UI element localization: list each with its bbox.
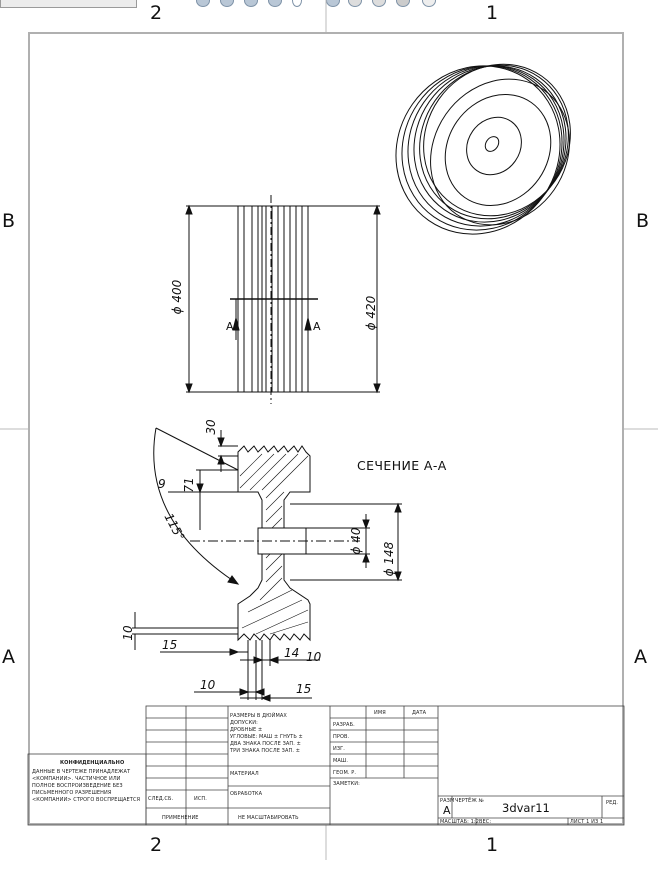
tb-drawing-no: 3dvar11 bbox=[502, 801, 550, 815]
confidential-title: КОНФИДЕНЦИАЛЬНО bbox=[60, 760, 125, 766]
tb-row-3: МАШ. bbox=[333, 758, 349, 764]
zone-top-1: 1 bbox=[486, 2, 499, 24]
tb-row-0: РАЗРАБ. bbox=[333, 722, 355, 728]
zone-bottom-2: 2 bbox=[150, 834, 163, 856]
dim-9: 9 bbox=[158, 477, 166, 491]
zone-right-a: A bbox=[634, 646, 647, 668]
tb-note-1: ДОПУСКИ: bbox=[230, 720, 258, 726]
dim-40: ϕ 40 bbox=[349, 527, 363, 555]
tb-note-3: УГЛОВЫЕ: МАШ ± ГНУТЬ ± bbox=[230, 734, 303, 740]
section-view bbox=[132, 427, 402, 702]
view-toolbar bbox=[196, 0, 456, 7]
dim-10-left: 10 bbox=[121, 625, 135, 641]
tb-note-4: ДВА ЗНАКА ПОСЛЕ ЗАП. ± bbox=[230, 741, 301, 747]
tb-row-5: ЗАМЕТКИ: bbox=[333, 781, 360, 787]
tb-rev-label: РЕД. bbox=[606, 800, 619, 806]
tb-sheet: ЛИСТ 1 ИЗ 1 bbox=[570, 819, 604, 825]
dim-420: ϕ 420 bbox=[364, 295, 378, 331]
tb-note-5: ТРИ ЗНАКА ПОСЛЕ ЗАП. ± bbox=[230, 748, 300, 754]
dim-10-bottom: 10 bbox=[200, 678, 216, 692]
front-view bbox=[185, 195, 381, 404]
tb-material-label: МАТЕРИАЛ bbox=[230, 771, 259, 777]
tb-no-scale: НЕ МАСШТАБИРОВАТЬ bbox=[238, 815, 299, 821]
tb-drawing-no-label: ЧЕРТЁЖ № bbox=[455, 798, 484, 804]
dim-400: ϕ 400 bbox=[170, 279, 184, 315]
title-block bbox=[27, 705, 625, 826]
confidential-text: ДАННЫЕ В ЧЕРТЕЖЕ ПРИНАДЛЕЖАТ <КОМПАНИИ>.… bbox=[32, 769, 141, 803]
tb-row-2: ИЗГ. bbox=[333, 746, 345, 752]
tb-used-on: ИСП. bbox=[194, 796, 207, 802]
dim-30: 30 bbox=[204, 419, 218, 435]
section-label-right: A bbox=[313, 320, 321, 333]
tb-size-label: РАЗМ bbox=[440, 798, 455, 804]
zone-left-b: B bbox=[2, 210, 16, 232]
isometric-view bbox=[395, 63, 571, 235]
dim-71: 71 bbox=[182, 477, 196, 493]
tb-weight: ВЕС: bbox=[479, 819, 492, 825]
dim-15-upper: 15 bbox=[162, 638, 178, 652]
tb-next-assy: СЛЕД.СБ. bbox=[148, 796, 174, 802]
section-title: СЕЧЕНИЕ А-А bbox=[357, 458, 447, 473]
tb-row-1: ПРОВ. bbox=[333, 734, 350, 740]
zone-bottom-1: 1 bbox=[486, 834, 499, 856]
zone-right-b: B bbox=[636, 210, 650, 232]
toolbar-dropdown[interactable] bbox=[0, 0, 137, 8]
section-label-left: A bbox=[226, 320, 234, 333]
tb-note-0: РАЗМЕРЫ В ДЮЙМАХ bbox=[230, 713, 287, 719]
tb-scale: МАСШТАБ: 1:2 bbox=[440, 819, 479, 825]
tb-row-4: ГЕОМ. Р. bbox=[333, 770, 357, 776]
drawing-frame bbox=[28, 32, 624, 825]
zone-top-2: 2 bbox=[150, 2, 163, 24]
tb-finish-label: ОБРАБОТКА bbox=[230, 791, 263, 797]
tb-size-value: A bbox=[443, 804, 451, 817]
tb-note-2: ДРОБНЫЕ ± bbox=[230, 727, 263, 733]
tb-col-date: ДАТА bbox=[412, 710, 427, 716]
dim-10-right: 10 bbox=[306, 650, 322, 664]
dim-14: 14 bbox=[284, 646, 300, 660]
dim-15-bottom: 15 bbox=[296, 682, 312, 696]
dim-148: ϕ 148 bbox=[382, 541, 396, 577]
tb-application: ПРИМЕНЕНИЕ bbox=[162, 815, 199, 821]
tb-col-name: ИМЯ bbox=[374, 710, 386, 716]
zone-left-a: A bbox=[2, 646, 15, 668]
